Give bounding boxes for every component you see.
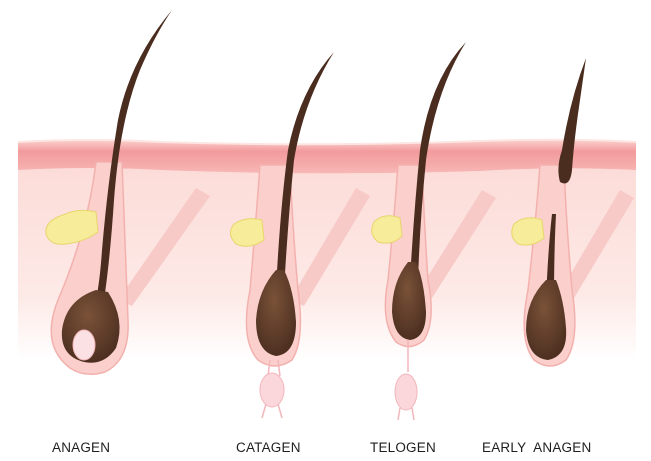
stage-label-early-anagen: EARLY ANAGEN xyxy=(482,440,591,455)
sebaceous-gland-telogen xyxy=(372,216,402,243)
stage-label-telogen: TELOGEN xyxy=(370,440,436,455)
sebaceous-gland-early-anagen xyxy=(512,218,544,245)
dermal-papilla-catagen xyxy=(260,373,284,407)
dermal-papilla-anagen xyxy=(73,330,95,360)
stage-label-catagen: CATAGEN xyxy=(236,440,301,455)
dermal-papilla-telogen xyxy=(395,374,417,410)
sebaceous-gland-catagen xyxy=(230,219,264,247)
stage-label-anagen: ANAGEN xyxy=(52,440,110,455)
